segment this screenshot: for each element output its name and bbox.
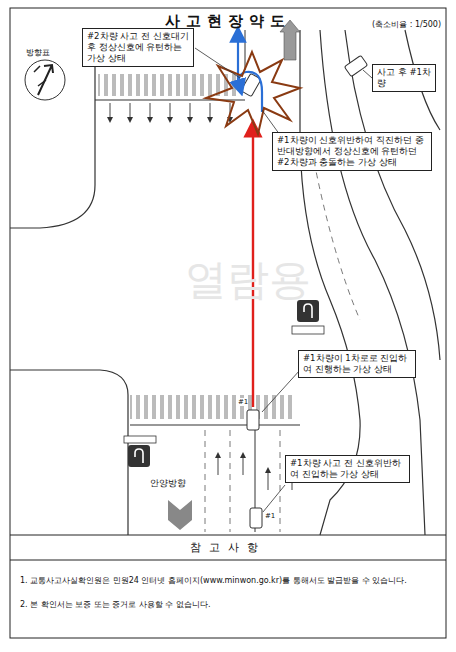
callout-box: #1차량이 신호위반하여 직진하던 중 반대방향에서 정상신호에 유턴하던 #2…: [272, 132, 432, 171]
car-number: #1: [238, 398, 248, 406]
note-text: 1. 교통사고사실확인원은 민원24 인터넷 홈페이지(www.minwon.g…: [20, 576, 438, 586]
section-heading: 참고사항: [0, 541, 456, 554]
callout-box: #1차량 사고 전 신호위반하여 진입하는 가상 상태: [285, 455, 410, 483]
callout-text: 사고 후 #1차량: [377, 67, 431, 89]
callout-box: #2차량 사고 전 신호대기 후 정상신호에 유턴하는 가상 상태: [82, 28, 194, 67]
car-number: #1: [265, 512, 275, 520]
compass-label: 방향표: [26, 48, 50, 58]
callout-text: #1차량 사고 전 신호위반하여 진입하는 가상 상태: [290, 458, 405, 480]
note-text: 2. 본 확인서는 보증 또는 증거로 사용할 수 없습니다.: [20, 600, 438, 610]
callout-text: #1차량이 신호위반하여 직진하던 중 반대방향에서 정상신호에 유턴하던 #2…: [277, 135, 427, 168]
scale-note: (축소비율 : 1/500): [372, 20, 441, 30]
direction-label: 안양방향: [150, 478, 186, 488]
callout-box: 사고 후 #1차량: [372, 64, 436, 92]
watermark: 열람용: [185, 255, 311, 305]
callout-text: #1차량이 1차로로 진입하여 진행하는 가상 상태: [303, 353, 411, 375]
callout-box: #1차량이 1차로로 진입하여 진행하는 가상 상태: [298, 350, 416, 378]
callout-text: #2차량 사고 전 신호대기 후 정상신호에 유턴하는 가상 상태: [87, 31, 189, 64]
